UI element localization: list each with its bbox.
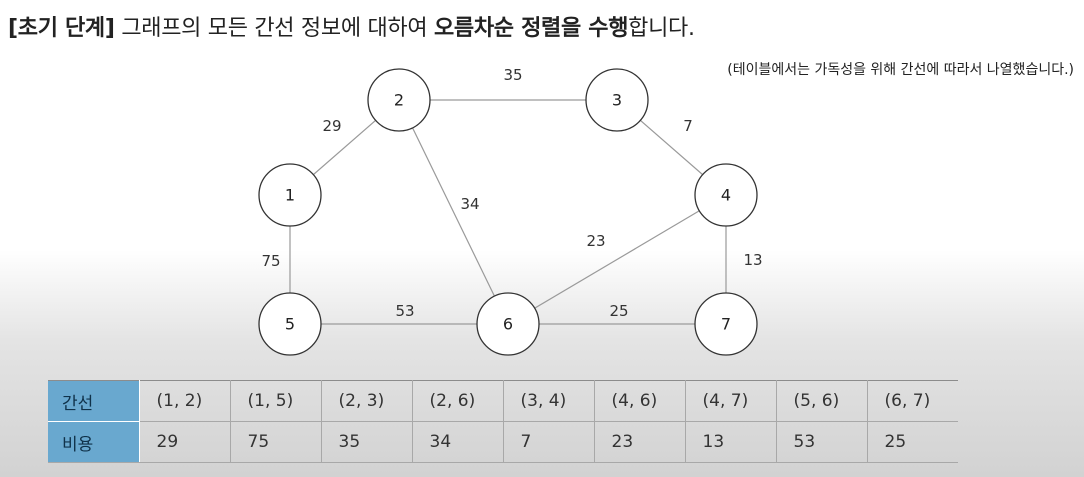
table-cell: (1, 2) [139, 380, 231, 422]
edge-weight-label: 34 [460, 195, 479, 213]
table-cell: (3, 4) [503, 380, 595, 422]
node-label: 5 [285, 315, 295, 334]
graph-node-3: 3 [585, 68, 649, 132]
table-cell: (4, 7) [685, 380, 777, 422]
table-row-edges: 간선 (1, 2) (1, 5) (2, 3) (2, 6) (3, 4) (4… [48, 380, 958, 422]
table-cell: (2, 3) [321, 380, 413, 422]
node-label: 3 [612, 91, 622, 110]
edge-weight-label: 75 [261, 252, 280, 270]
table-cell: 13 [685, 421, 777, 463]
edge-weight-label: 25 [609, 302, 628, 320]
edge-weight-label: 23 [586, 232, 605, 250]
graph-node-4: 4 [694, 163, 758, 227]
table-cell: (5, 6) [776, 380, 868, 422]
title-emphasis: 오름차순 정렬을 수행 [433, 16, 629, 41]
table-cell: 75 [230, 421, 322, 463]
node-circle [476, 292, 540, 356]
edge-weight-label: 7 [683, 117, 693, 135]
edge-weight-label: 13 [743, 251, 762, 269]
table-cell: 23 [594, 421, 686, 463]
node-label: 6 [503, 315, 513, 334]
row-header-cost: 비용 [48, 421, 140, 463]
node-circle [367, 68, 431, 132]
edge-cost-table: 간선 (1, 2) (1, 5) (2, 3) (2, 6) (3, 4) (4… [48, 380, 958, 463]
title-bracket: [초기 단계] [8, 16, 115, 41]
edge-weight-label: 35 [503, 66, 522, 84]
node-label: 2 [394, 91, 404, 110]
table-cell: (6, 7) [867, 380, 958, 422]
node-label: 1 [285, 186, 295, 205]
table-cell: 35 [321, 421, 413, 463]
graph-node-6: 6 [476, 292, 540, 356]
node-circle [258, 163, 322, 227]
table-note: (테이블에서는 가독성을 위해 간선에 따라서 나열했습니다.) [727, 62, 1074, 78]
table-cell: (4, 6) [594, 380, 686, 422]
table-cell: 53 [776, 421, 868, 463]
table-cell: 7 [503, 421, 595, 463]
graph-node-1: 1 [258, 163, 322, 227]
table-cell: 25 [867, 421, 958, 463]
graph-node-7: 7 [694, 292, 758, 356]
row-header-edge: 간선 [48, 380, 140, 422]
page-title: [초기 단계] 그래프의 모든 간선 정보에 대하여 오름차순 정렬을 수행합니… [8, 10, 695, 42]
edge-2-6 [398, 99, 509, 325]
node-circle [694, 163, 758, 227]
node-label: 4 [721, 186, 731, 205]
node-circle [585, 68, 649, 132]
table-cell: 29 [139, 421, 231, 463]
node-label: 7 [721, 315, 731, 334]
title-part2: 합니다. [628, 16, 695, 41]
node-circle [258, 292, 322, 356]
graph-node-5: 5 [258, 292, 322, 356]
table-cell: 34 [412, 421, 504, 463]
title-part1: 그래프의 모든 간선 정보에 대하여 [114, 16, 434, 41]
table-row-costs: 비용 29 75 35 34 7 23 13 53 25 [48, 421, 958, 463]
node-circle [694, 292, 758, 356]
edge-layer [289, 99, 727, 325]
graph-node-2: 2 [367, 68, 431, 132]
table-cell: (2, 6) [412, 380, 504, 422]
edge-weight-label: 29 [322, 117, 341, 135]
table-cell: (1, 5) [230, 380, 322, 422]
edge-4-6 [507, 194, 727, 325]
edge-weight-label: 53 [395, 302, 414, 320]
